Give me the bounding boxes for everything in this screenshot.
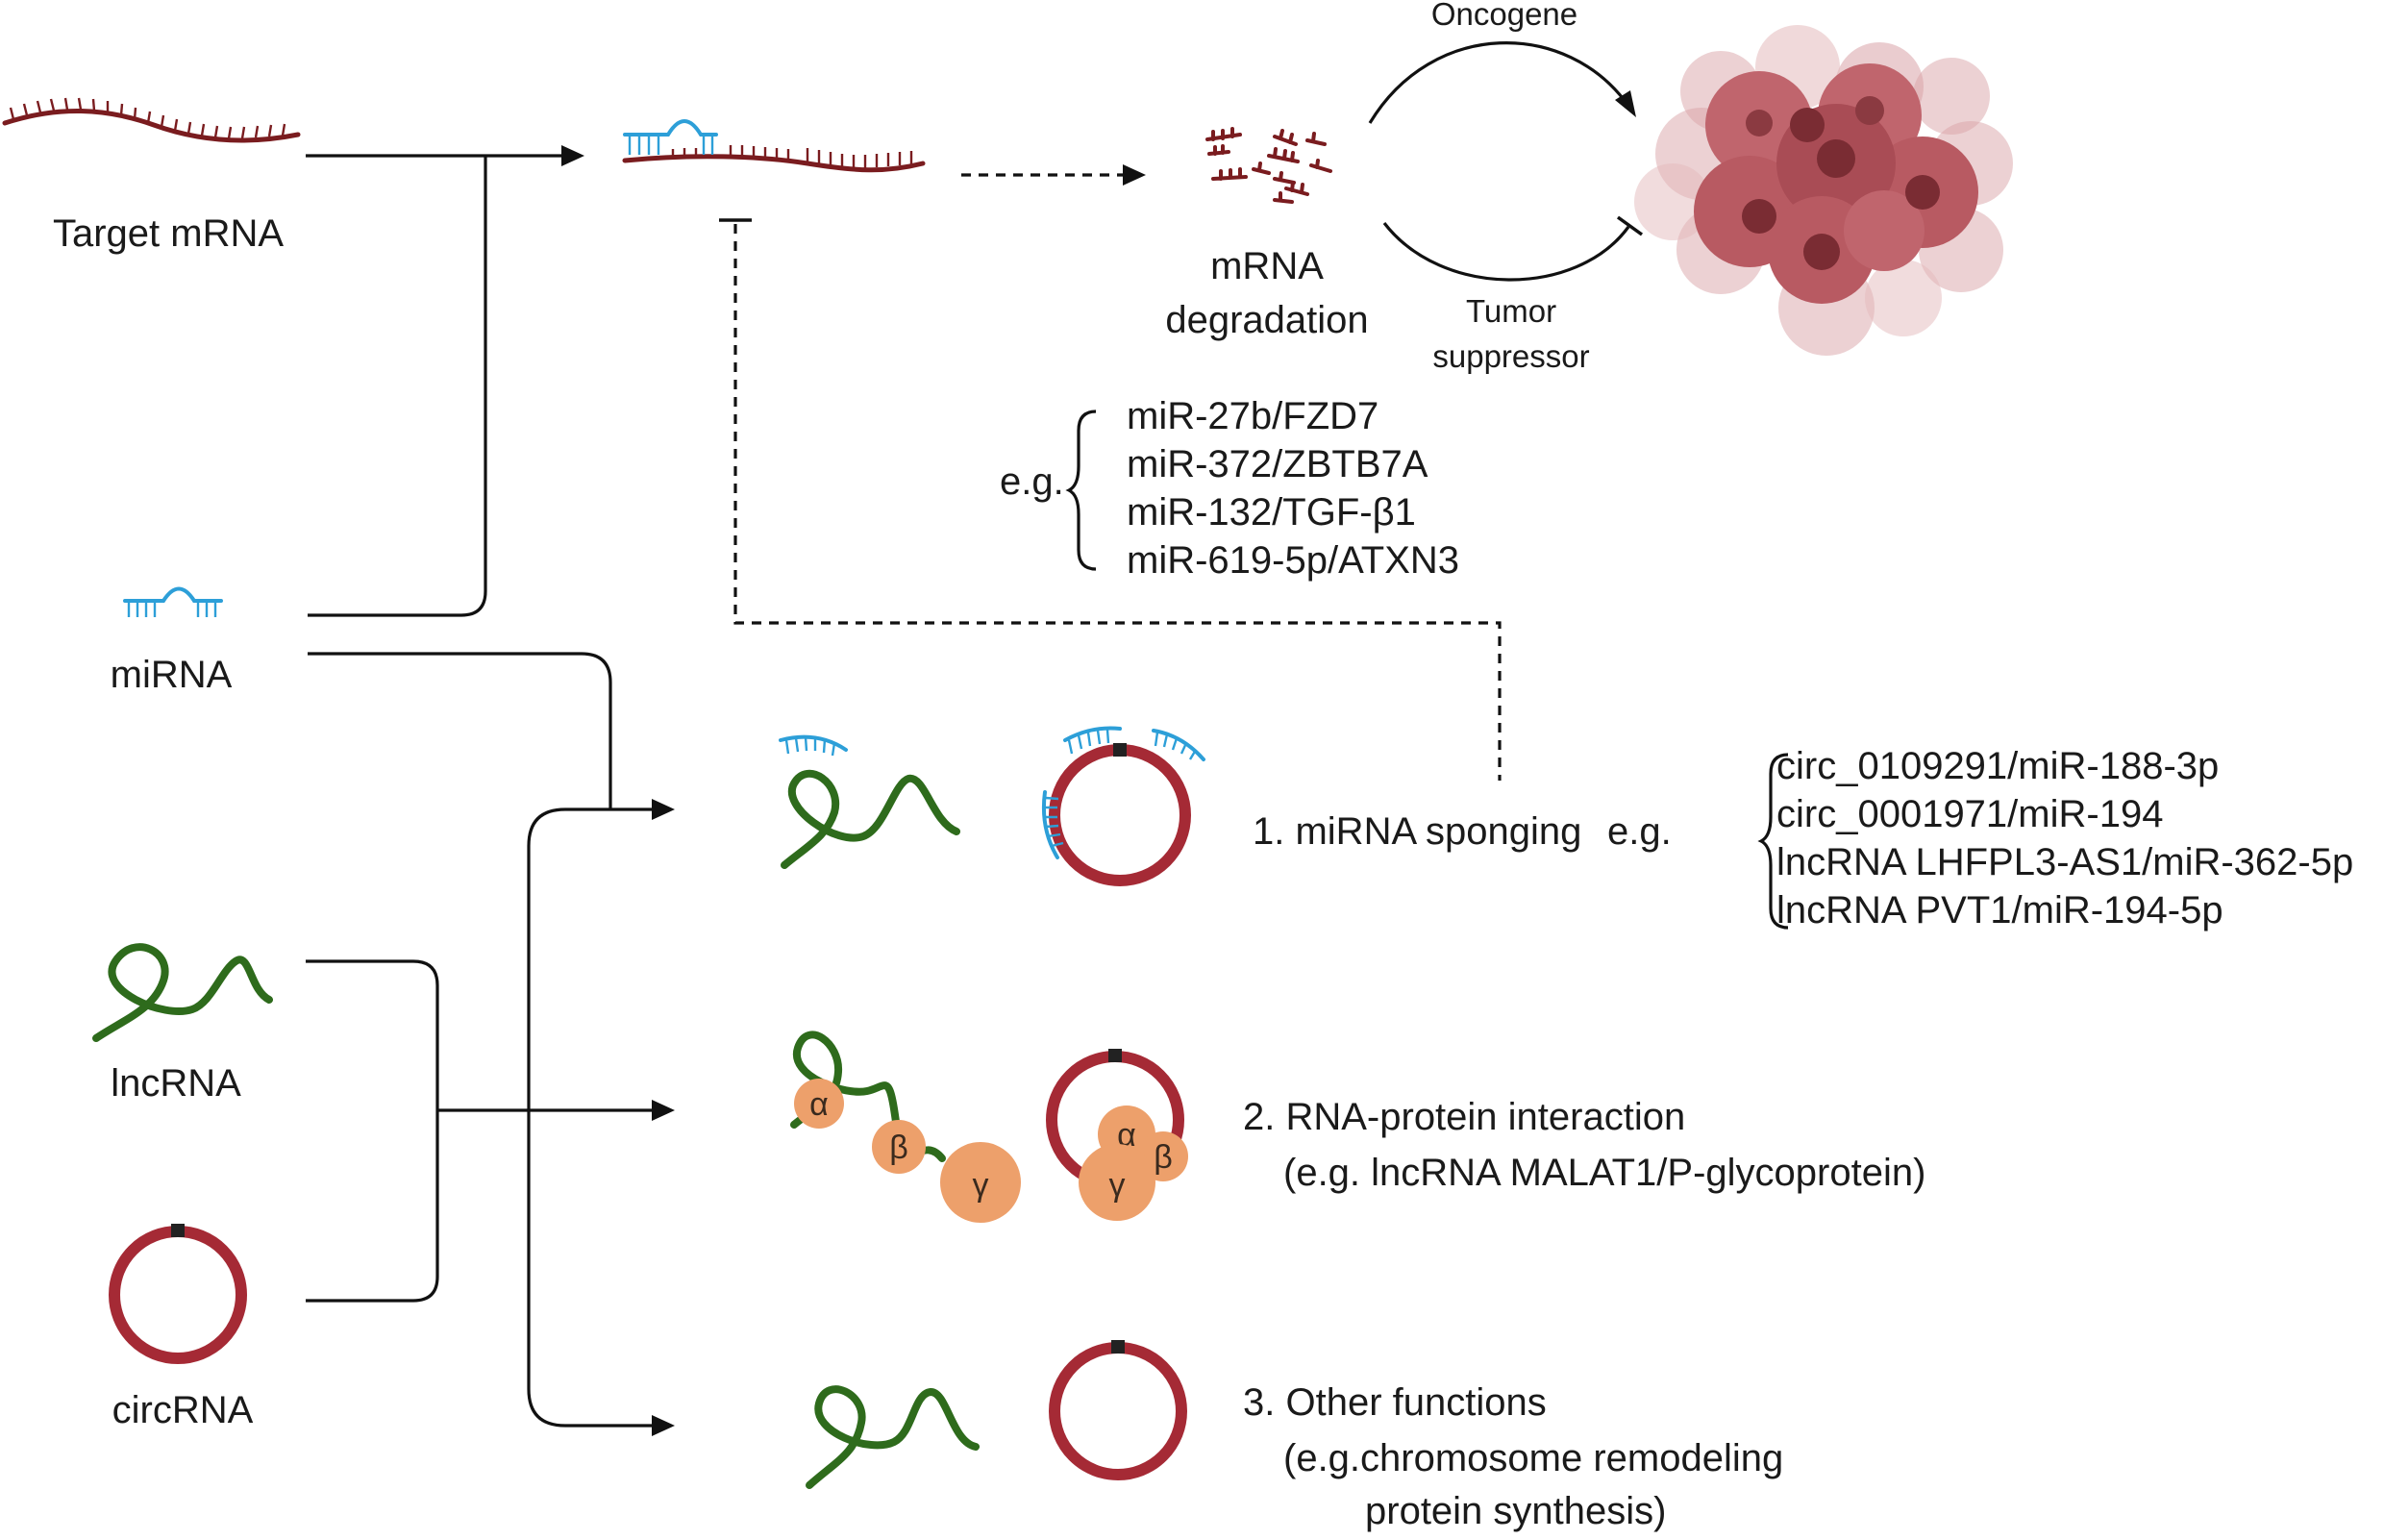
mirna-target-4: miR-619-5p/ATXN3 — [1127, 539, 1459, 582]
mirna-label: miRNA — [111, 654, 233, 696]
tumor-suppressor-inhibition — [1382, 215, 1644, 282]
protein-gamma-circ: γ — [1079, 1144, 1155, 1221]
other-circrna-icon — [1049, 1340, 1187, 1480]
tumor-suppressor-label-2: suppressor — [1432, 338, 1589, 374]
tumor-cells-icon — [1634, 25, 2013, 356]
sponging-example-3: lncRNA LHFPL3-AS1/miR-362-5p — [1776, 841, 2353, 883]
target-mrna-icon — [2, 97, 301, 143]
sponging-lncrna-icon — [779, 734, 960, 869]
oncogene-label: Oncogene — [1431, 0, 1577, 32]
svg-text:γ: γ — [973, 1167, 989, 1204]
svg-text:γ: γ — [1109, 1167, 1126, 1204]
protein-alpha-lnc: α — [794, 1079, 844, 1129]
other-example-1: (e.g.chromosome remodeling — [1283, 1437, 1783, 1479]
mirna-join-line — [308, 156, 487, 617]
mirna-targets-prefix: e.g. — [1000, 460, 1064, 503]
degradation-arrow — [961, 164, 1146, 186]
other-title: 3. Other functions — [1243, 1381, 1547, 1424]
mirna-to-sponging-line — [308, 652, 612, 809]
sponging-example-4: lncRNA PVT1/miR-194-5p — [1776, 889, 2223, 931]
sponging-examples-brace — [1757, 753, 1789, 930]
function-branch-arrows — [437, 799, 675, 1436]
protein-example: (e.g. lncRNA MALAT1/P-glycoprotein) — [1283, 1152, 1925, 1194]
circrna-label: circRNA — [112, 1389, 254, 1431]
mirna-target-1: miR-27b/FZD7 — [1127, 395, 1378, 437]
protein-title: 2. RNA-protein interaction — [1243, 1096, 1685, 1138]
svg-text:β: β — [1154, 1139, 1173, 1176]
mirna-target-3: miR-132/TGF-β1 — [1127, 491, 1416, 534]
circrna-icon — [109, 1224, 247, 1364]
sponging-inhibition-line — [719, 218, 1502, 781]
other-example-2: protein synthesis) — [1365, 1490, 1666, 1532]
lnc-circ-bracket — [306, 959, 439, 1303]
mirna-icon — [123, 586, 223, 617]
sponging-circrna-icon — [1041, 726, 1205, 886]
mrna-degradation-label-1: mRNA — [1210, 245, 1324, 287]
sponging-title: 1. miRNA sponging — [1253, 810, 1581, 853]
mirna-target-2: miR-372/ZBTB7A — [1127, 443, 1428, 485]
lncrna-icon — [92, 943, 273, 1042]
mirna-mrna-complex-icon — [622, 119, 926, 173]
mirna-targets-brace — [1065, 410, 1097, 571]
mrna-to-complex-arrow — [306, 145, 584, 166]
lncrna-label: lncRNA — [111, 1062, 241, 1105]
mrna-fragments-icon — [1205, 127, 1332, 204]
sponging-example-2: circ_0001971/miR-194 — [1776, 793, 2163, 835]
svg-text:β: β — [889, 1130, 908, 1166]
sponging-prefix: e.g. — [1607, 810, 1672, 853]
oncogene-arrow — [1368, 41, 1636, 124]
other-lncrna-icon — [806, 1385, 980, 1489]
sponging-example-1: circ_0109291/miR-188-3p — [1776, 745, 2219, 787]
target-mrna-label: Target mRNA — [53, 212, 284, 255]
protein-beta-lnc: β — [872, 1120, 926, 1174]
svg-text:α: α — [809, 1086, 829, 1123]
protein-gamma-lnc: γ — [940, 1142, 1021, 1223]
mrna-degradation-label-2: degradation — [1165, 299, 1368, 341]
tumor-suppressor-label-1: Tumor — [1466, 293, 1556, 329]
